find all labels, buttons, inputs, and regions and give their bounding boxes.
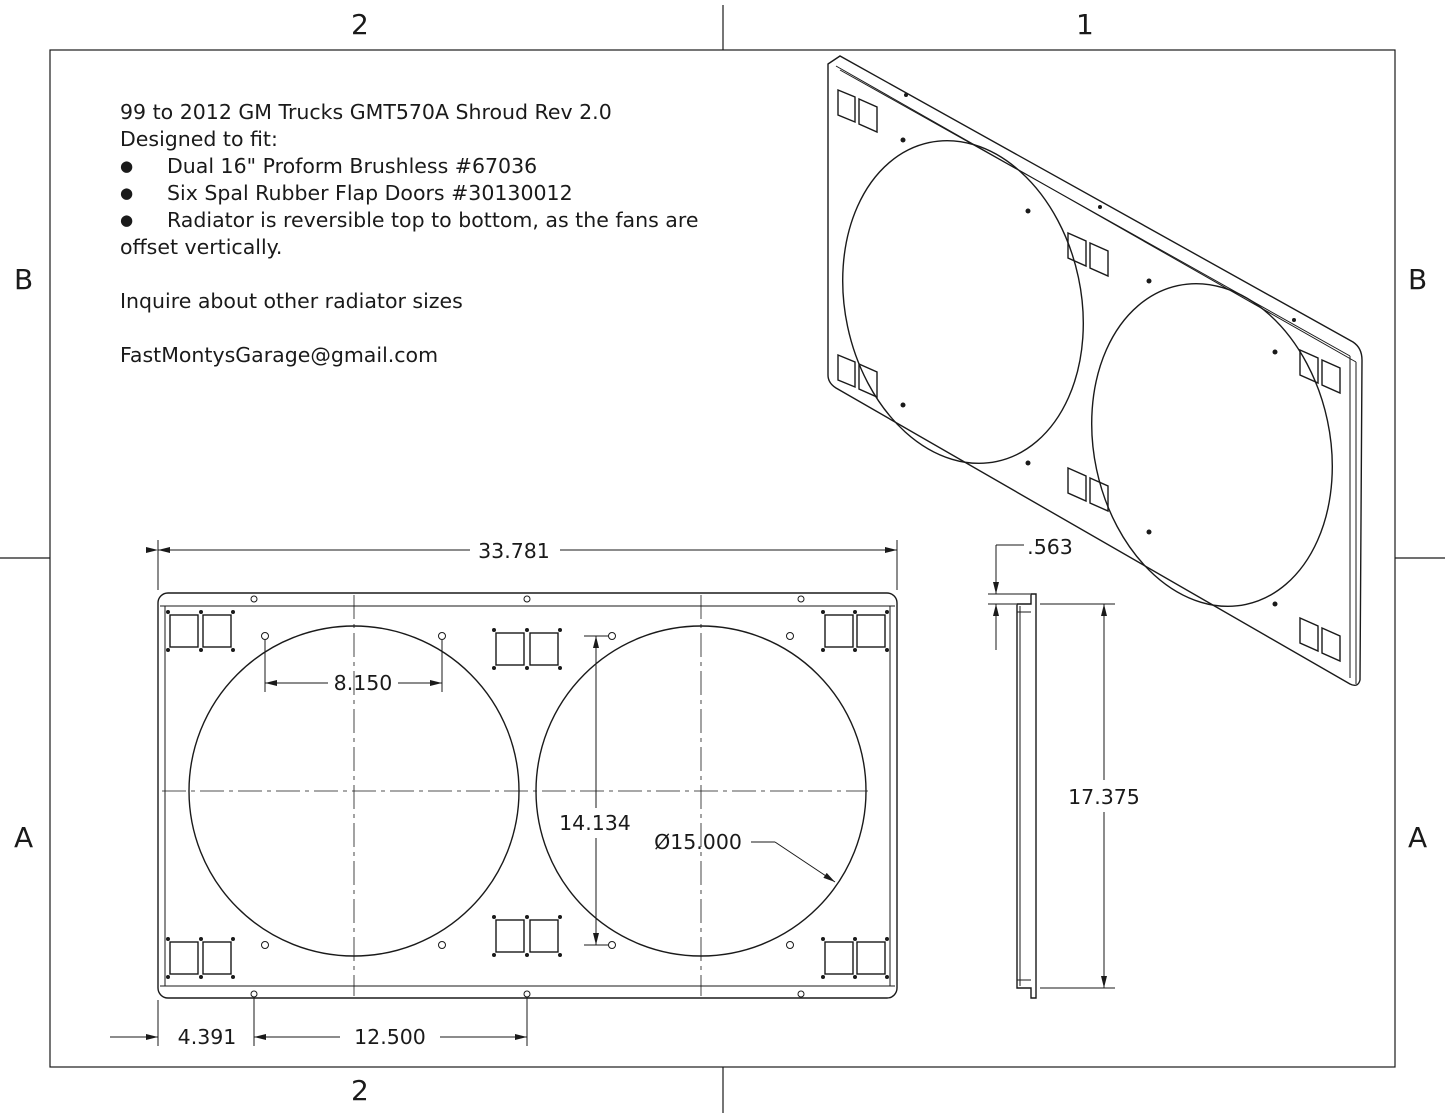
dim-fan-hole-spacing: 8.150	[334, 671, 393, 695]
dim-center-offset: 12.500	[354, 1025, 426, 1049]
shroud-outline	[157, 592, 898, 999]
zone-label-left-upper: B	[14, 263, 34, 296]
list-item: ●Six Spal Rubber Flap Doors #30130012	[120, 181, 573, 205]
dim-edge-offset: 4.391	[178, 1025, 237, 1049]
note-continuation: offset vertically.	[120, 235, 283, 259]
front-dimension-labels: 33.781 8.150 14.134 Ø15.000 4.391 12.500	[178, 539, 742, 1049]
dim-flange-depth: .563	[1027, 535, 1073, 559]
side-dimensions	[988, 544, 1115, 989]
list-item: ●Dual 16" Proform Brushless #67036	[120, 154, 538, 178]
drawing-title: 99 to 2012 GM Trucks GMT570A Shroud Rev …	[120, 100, 612, 124]
dim-overall-width: 33.781	[478, 539, 550, 563]
door-rivet-holes	[166, 610, 889, 979]
dim-fan-diameter: Ø15.000	[654, 830, 742, 854]
design-notes: 99 to 2012 GM Trucks GMT570A Shroud Rev …	[120, 99, 698, 369]
front-dimensions	[110, 540, 898, 1046]
iso-fan-opening-left	[842, 139, 1084, 465]
list-item: ●Radiator is reversible top to bottom, a…	[120, 208, 699, 232]
inquire-note: Inquire about other radiator sizes	[120, 289, 463, 313]
dim-vertical-hole-spacing: 14.134	[559, 811, 631, 835]
contact-email: FastMontysGarage@gmail.com	[120, 343, 439, 367]
flap-door-cutouts	[169, 614, 886, 975]
zone-label-top-right: 1	[1076, 8, 1094, 41]
zone-label-right-lower: A	[1408, 821, 1428, 854]
dim-overall-height: 17.375	[1068, 785, 1140, 809]
zone-label-top-left: 2	[351, 8, 369, 41]
zone-label-right-upper: B	[1408, 263, 1428, 296]
side-dimension-labels: .563 17.375	[1027, 535, 1140, 809]
zone-label-left-lower: A	[14, 821, 34, 854]
front-view	[157, 592, 898, 999]
side-view	[1016, 593, 1037, 999]
isometric-view	[827, 55, 1363, 687]
zone-label-bottom-left: 2	[351, 1074, 369, 1107]
sheet-border	[0, 5, 1445, 1113]
iso-fan-opening-right	[1091, 282, 1333, 608]
designed-to-fit-label: Designed to fit:	[120, 127, 278, 151]
fan-mount-holes	[261, 632, 794, 949]
